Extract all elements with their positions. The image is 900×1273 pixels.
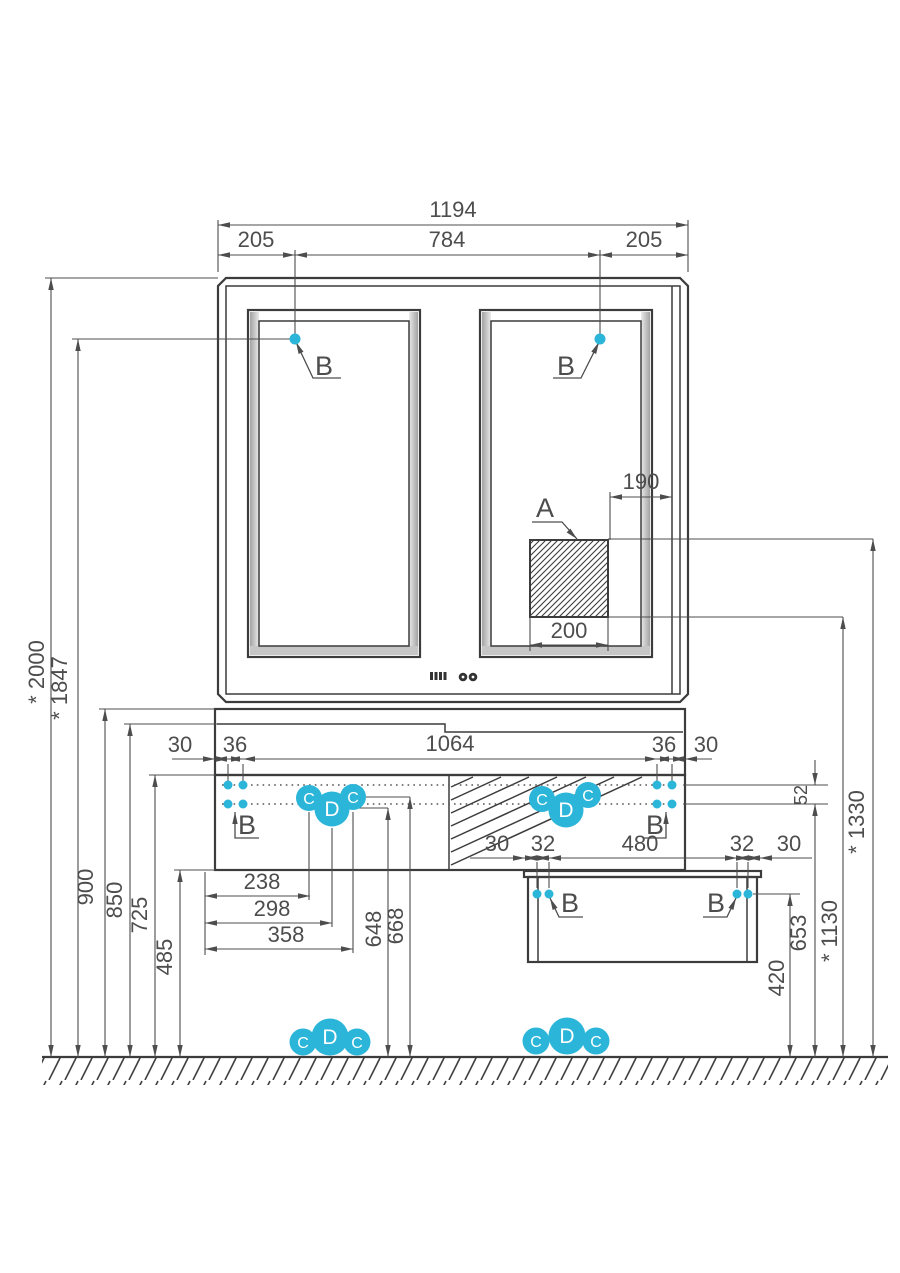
mirror-frame bbox=[246, 308, 422, 659]
lower-cabinet-body bbox=[526, 875, 759, 964]
mirror-bevel-bottom bbox=[482, 646, 650, 655]
dim-lower-fix-height: 420 bbox=[764, 960, 789, 997]
mirror-left bbox=[246, 308, 422, 659]
dim-vanity-pair: 36 bbox=[652, 732, 676, 757]
dim-d-height: 648 bbox=[361, 911, 386, 948]
dim-lower-pair: 32 bbox=[730, 831, 754, 856]
dimension-texts: 1194 205 784 205 190 200 A B B * 2000 * … bbox=[24, 197, 869, 996]
dim-top-span: 784 bbox=[429, 227, 466, 252]
mirror-fix-dot-left bbox=[289, 333, 301, 345]
dim-vanity-margin: 30 bbox=[694, 732, 718, 757]
dim-socket-offset: 190 bbox=[623, 469, 660, 494]
dim-socket-width: 200 bbox=[551, 618, 588, 643]
dim-row-gap: 52 bbox=[791, 785, 811, 805]
marker-c: C bbox=[303, 791, 315, 808]
dim-lower-row-height: 653 bbox=[786, 915, 811, 952]
marker-d: D bbox=[322, 1026, 337, 1049]
leader-b-mirror-right bbox=[553, 341, 600, 379]
dim-vanity-top-height: 725 bbox=[127, 897, 152, 934]
label-b: B bbox=[557, 351, 575, 381]
socket-hatch-box bbox=[529, 539, 609, 618]
marker-c: C bbox=[530, 1034, 542, 1051]
marker-c: C bbox=[590, 1034, 602, 1051]
dimension-lines bbox=[45, 220, 874, 1057]
mirror-cabinet bbox=[216, 276, 690, 704]
marker-d: D bbox=[324, 798, 339, 821]
dim-counter-height: 900 bbox=[73, 869, 98, 906]
marker-c: C bbox=[347, 790, 359, 807]
cabinet-outline bbox=[216, 276, 690, 704]
label-b: B bbox=[561, 888, 579, 918]
section-hatch bbox=[450, 776, 643, 866]
ground bbox=[42, 1055, 888, 1085]
dim-band-height: 850 bbox=[102, 882, 127, 919]
vanity-cabinet bbox=[213, 707, 687, 872]
dim-socket-bottom-height: * 1130 bbox=[817, 900, 842, 962]
dim-lower-span: 480 bbox=[622, 831, 659, 856]
vanity-body bbox=[213, 773, 687, 872]
marker-c: C bbox=[351, 1035, 363, 1052]
label-b: B bbox=[707, 888, 725, 918]
dim-vanity-bottom-height: 485 bbox=[152, 939, 177, 976]
dim-lower-margin: 30 bbox=[485, 831, 509, 856]
mounting-dots bbox=[223, 333, 753, 899]
ground-hatch bbox=[42, 1058, 888, 1085]
control-buttons-icon bbox=[458, 672, 478, 682]
mirror-bevel-left bbox=[482, 312, 491, 655]
mirror-bevel-bottom bbox=[250, 646, 418, 655]
label-b: B bbox=[238, 810, 256, 840]
label-section-a: A bbox=[536, 493, 554, 523]
dim-mirror-fix-height: * 1847 bbox=[47, 656, 72, 720]
dim-socket-top-height: * 1330 bbox=[844, 790, 869, 854]
marker-d: D bbox=[558, 799, 573, 822]
dim-top-right: 205 bbox=[626, 227, 663, 252]
dim-vanity-span: 1064 bbox=[426, 731, 475, 756]
label-b: B bbox=[315, 351, 333, 381]
mirror-bevel-right bbox=[641, 312, 650, 655]
dim-total-height: * 2000 bbox=[24, 640, 49, 704]
marker-d: D bbox=[559, 1025, 574, 1048]
foot-markers: C D C C D C C D C C D C bbox=[289, 782, 610, 1056]
socket-section bbox=[529, 539, 609, 618]
dim-d-offset: 298 bbox=[254, 896, 291, 921]
dim-c2-offset: 358 bbox=[268, 922, 305, 947]
dim-c-height: 668 bbox=[383, 908, 408, 945]
mirror-frame bbox=[478, 308, 654, 659]
dim-vanity-pair: 36 bbox=[223, 732, 247, 757]
dim-lower-margin: 30 bbox=[777, 831, 801, 856]
cabinet-inner-line bbox=[225, 285, 681, 695]
dim-overall-width: 1194 bbox=[429, 197, 476, 222]
marker-c: C bbox=[297, 1035, 309, 1052]
counter-step-line bbox=[217, 723, 683, 733]
label-b: B bbox=[646, 810, 664, 840]
leader-b-mirror-left bbox=[295, 341, 341, 379]
led-display-icon bbox=[430, 672, 447, 680]
dim-vanity-margin: 30 bbox=[168, 732, 192, 757]
marker-c: C bbox=[582, 788, 594, 805]
marker-c: C bbox=[536, 792, 548, 809]
mirror-glass bbox=[258, 320, 410, 647]
mirror-fix-dot-right bbox=[594, 333, 606, 345]
dim-lower-pair: 32 bbox=[531, 831, 555, 856]
mirror-bevel-right bbox=[409, 312, 418, 655]
mirror-bevel-left bbox=[250, 312, 259, 655]
dim-c1-offset: 238 bbox=[244, 869, 281, 894]
dim-top-left: 205 bbox=[238, 227, 275, 252]
